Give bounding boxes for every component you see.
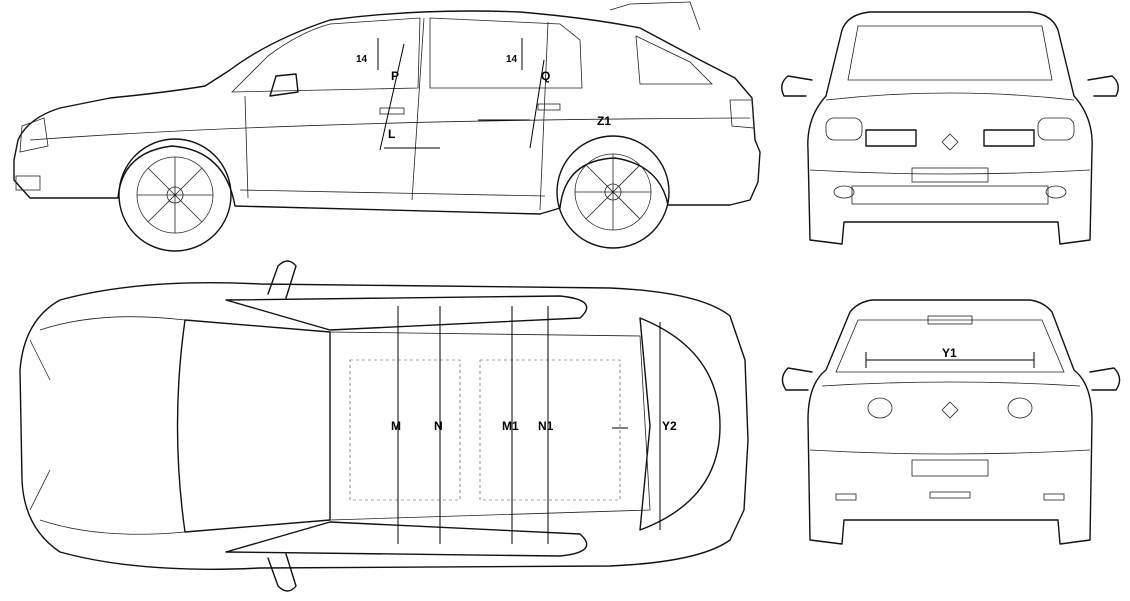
front-grille-right (983, 129, 1035, 147)
label-angle-rear: 14 (506, 54, 518, 65)
label-p: P (391, 69, 399, 83)
top-hood-line-lower (39, 519, 186, 535)
top-body-outline (19, 282, 749, 570)
rear-mirror-left (781, 367, 813, 391)
front-windshield (847, 25, 1053, 81)
label-z1: Z1 (597, 114, 611, 128)
front-door-handle (379, 107, 405, 115)
side-mirror (269, 73, 299, 97)
rear-tailgate-line (821, 381, 1081, 387)
front-foglight-left (833, 185, 855, 199)
side-window-front (231, 17, 421, 93)
front-door-line (244, 95, 249, 199)
label-angle-front: 14 (356, 54, 368, 65)
front-headlight-right (1037, 117, 1075, 141)
rear-taillight-right (1007, 397, 1033, 419)
top-view: M N M1 N1 Y2 (19, 260, 749, 592)
label-y1: Y1 (942, 346, 957, 360)
front-view (781, 11, 1119, 245)
label-m1: M1 (502, 419, 519, 433)
dim-q-line (529, 59, 545, 149)
top-grille-upper (29, 339, 51, 381)
side-foglight (15, 175, 41, 191)
rear-view: Y1 (781, 299, 1121, 545)
top-mirror-lower (267, 553, 297, 592)
side-body-outline (13, 10, 761, 215)
label-m: M (391, 419, 401, 433)
front-logo (941, 133, 959, 151)
top-hood-line-upper (39, 316, 186, 331)
rear-license-plate (911, 459, 989, 477)
side-window-rear (429, 17, 583, 89)
front-mirror-left (781, 75, 813, 97)
side-sill (239, 189, 546, 197)
top-side-strip-lower (225, 521, 588, 557)
top-windshield (176, 319, 331, 533)
side-headlight (19, 117, 49, 153)
top-mirror-upper (267, 260, 297, 299)
side-crease (29, 117, 751, 141)
label-l: L (388, 127, 395, 141)
rear-body-outline (807, 299, 1093, 545)
rear-brake-light (927, 315, 973, 325)
label-y2: Y2 (662, 419, 677, 433)
rear-taillight-left (867, 397, 893, 419)
label-n: N (434, 419, 443, 433)
side-taillight (729, 99, 755, 129)
front-license-plate (911, 167, 989, 183)
rear-reflector-left (835, 493, 857, 501)
front-hood-line (825, 92, 1075, 101)
rear-window (835, 319, 1065, 373)
top-grille-lower (29, 469, 51, 511)
label-n1: N1 (538, 419, 554, 433)
front-bumper-line (809, 169, 1091, 175)
rear-door-handle (537, 103, 561, 111)
front-grille-left (865, 129, 917, 147)
rear-mirror-right (1089, 367, 1121, 391)
front-foglight-right (1045, 185, 1067, 199)
rear-bumper-line (809, 449, 1091, 455)
label-q: Q (541, 69, 550, 83)
top-roof-outline (329, 331, 651, 521)
side-window-quarter (635, 35, 713, 85)
dim-p-line (379, 43, 405, 151)
side-view: P Q L Z1 14 14 (13, 1, 761, 252)
roof-rail (609, 1, 701, 31)
top-side-strip-upper (225, 295, 588, 331)
rear-exhaust (929, 491, 971, 499)
front-wheel (118, 138, 232, 252)
rear-wheel (556, 135, 670, 249)
c-pillar (539, 21, 549, 211)
front-body-outline (807, 11, 1093, 245)
rear-logo (941, 401, 959, 419)
rear-reflector-right (1043, 493, 1065, 501)
top-rear-window (639, 317, 721, 531)
front-headlight-left (825, 117, 863, 141)
front-lower-grille (851, 185, 1049, 205)
b-pillar (411, 17, 425, 201)
front-mirror-right (1087, 75, 1119, 97)
top-interior-seats (349, 359, 621, 501)
